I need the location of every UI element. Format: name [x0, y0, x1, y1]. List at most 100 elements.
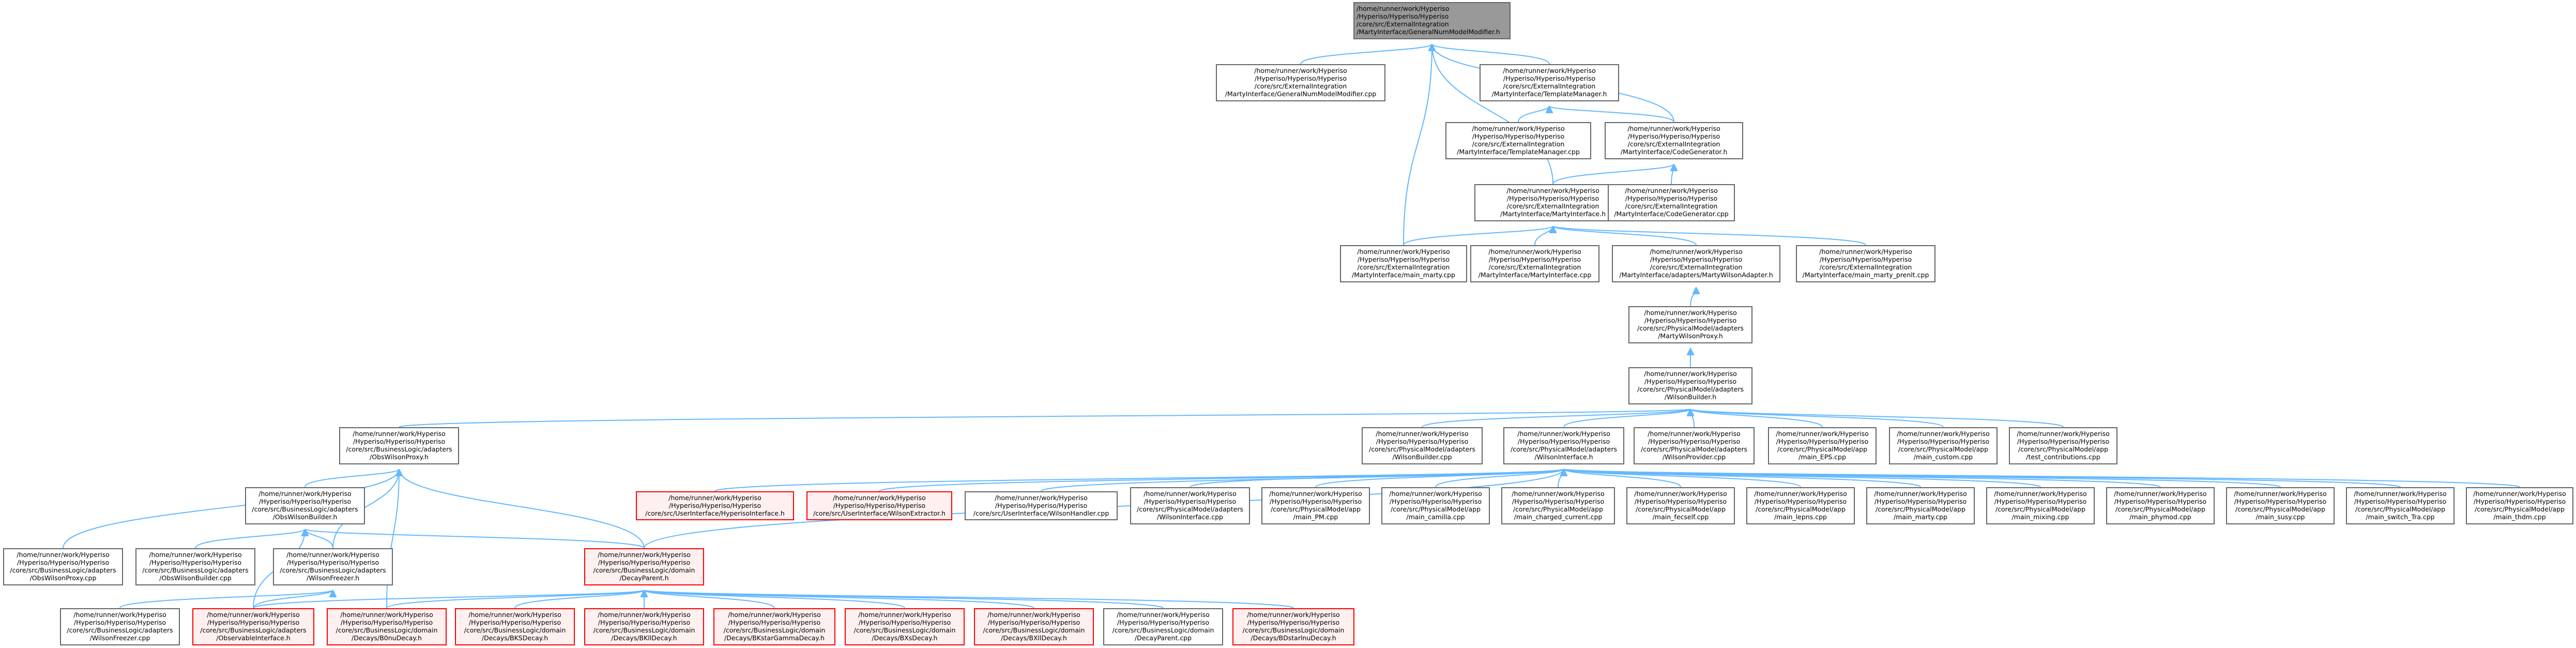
node-wilson-freezer-cpp[interactable]: /home/runner/work/Hyperiso/Hyperiso/Hype…	[60, 608, 180, 645]
node-label-line: /main_thdm.cpp	[2493, 513, 2546, 521]
node-label-line: /Hyperiso/Hyperiso/Hyperiso	[340, 619, 433, 626]
node-label-line: /core/src/PhysicalModel/app	[2474, 505, 2565, 513]
node-label-line: /home/runner/work/Hyperiso	[468, 611, 561, 619]
node-label-line: /core/src/BusinessLogic/domain	[853, 626, 956, 634]
node-label-line: /Hyperiso/Hyperiso/Hyperiso	[833, 502, 926, 509]
node-main-fecself-cpp[interactable]: /home/runner/work/Hyperiso/Hyperiso/Hype…	[1626, 487, 1735, 524]
node-obs-wilson-builder-h[interactable]: /home/runner/work/Hyperiso/Hyperiso/Hype…	[245, 487, 365, 524]
node-bxs-decay-h[interactable]: /home/runner/work/Hyperiso/Hyperiso/Hype…	[845, 608, 965, 645]
node-label-line: /core/src/BusinessLogic/adapters	[67, 626, 173, 634]
node-label-line: /core/src/PhysicalModel/app	[1755, 505, 1846, 513]
node-wilson-handler-cpp[interactable]: /home/runner/work/Hyperiso/Hyperiso/Hype…	[965, 491, 1118, 520]
node-main-susy-cpp[interactable]: /home/runner/work/Hyperiso/Hyperiso/Hype…	[2226, 487, 2335, 524]
node-label-line: /Hyperiso/Hyperiso/Hyperiso	[1627, 132, 1720, 140]
node-label-line: /core/src/PhysicalModel/adapters	[1637, 324, 1744, 332]
node-label-line: /DecayParent.cpp	[1134, 634, 1192, 642]
node-wilson-interface-h[interactable]: /home/runner/work/Hyperiso/Hyperiso/Hype…	[1503, 427, 1624, 464]
edge-mi_h-main_marty_prenlo	[1553, 225, 1866, 246]
node-template-manager-cpp[interactable]: /home/runner/work/Hyperiso/Hyperiso/Hype…	[1445, 122, 1591, 159]
node-label-line: /Hyperiso/Hyperiso/Hyperiso	[598, 559, 691, 566]
node-label-line: /main_mixing.cpp	[2011, 513, 2069, 521]
node-marty-wilson-proxy-h[interactable]: /home/runner/work/Hyperiso/Hyperiso/Hype…	[1628, 306, 1752, 343]
node-main-marty-cpp[interactable]: /home/runner/work/Hyperiso/Hyperiso/Hype…	[1340, 245, 1467, 282]
node-wilson-builder-cpp[interactable]: /home/runner/work/Hyperiso/Hyperiso/Hype…	[1362, 427, 1483, 464]
node-test-contributions-cpp[interactable]: /home/runner/work/Hyperiso/Hyperiso/Hype…	[2009, 427, 2117, 464]
node-label-line: /MartyInterface/main_marty.cpp	[1352, 271, 1455, 279]
node-bxll-decay-h[interactable]: /home/runner/work/Hyperiso/Hyperiso/Hype…	[974, 608, 1094, 645]
node-wilson-provider-cpp[interactable]: /home/runner/work/Hyperiso/Hyperiso/Hype…	[1634, 427, 1755, 464]
node-app-main-marty-cpp[interactable]: /home/runner/work/Hyperiso/Hyperiso/Hype…	[1866, 487, 1975, 524]
node-marty-interface-h[interactable]: /home/runner/work/Hyperiso/Hyperiso/Hype…	[1474, 184, 1632, 221]
node-main-pm-cpp[interactable]: /home/runner/work/Hyperiso/Hyperiso/Hype…	[1261, 487, 1370, 524]
node-label-line: /home/runner/work/Hyperiso	[1650, 248, 1743, 255]
node-label-line: /home/runner/work/Hyperiso	[1819, 248, 1912, 255]
node-bks-decay-h[interactable]: /home/runner/work/Hyperiso/Hyperiso/Hype…	[455, 608, 575, 645]
node-main-phymod-cpp[interactable]: /home/runner/work/Hyperiso/Hyperiso/Hype…	[2106, 487, 2215, 524]
node-label-line: /home/runner/work/Hyperiso	[1506, 187, 1599, 194]
node-label-line: /home/runner/work/Hyperiso	[1389, 490, 1482, 498]
node-label-line: /Hyperiso/Hyperiso/Hyperiso	[2473, 498, 2566, 505]
edge-tm_h-cg_h	[1549, 106, 1674, 123]
node-label-line: /Decays/BKstarGammaDecay.h	[724, 634, 825, 642]
node-label-line: /Hyperiso/Hyperiso/Hyperiso	[1247, 619, 1340, 626]
node-decay-parent-cpp[interactable]: /home/runner/work/Hyperiso/Hyperiso/Hype…	[1103, 608, 1223, 645]
edge-dp_h-d_bks	[514, 590, 644, 609]
node-label-line: /main_marty.cpp	[1894, 513, 1947, 521]
node-label-line: /core/src/PhysicalModel/app	[1270, 505, 1361, 513]
node-label-line: /Hyperiso/Hyperiso/Hyperiso	[1650, 255, 1743, 263]
node-wilson-freezer-h[interactable]: /home/runner/work/Hyperiso/Hyperiso/Hype…	[273, 548, 393, 585]
node-label-line: /Hyperiso/Hyperiso/Hyperiso	[1357, 255, 1450, 263]
node-label-line: /Hyperiso/Hyperiso/Hyperiso	[1389, 498, 1482, 505]
node-label-line: /Hyperiso/Hyperiso/Hyperiso	[1517, 438, 1610, 445]
node-wilson-extractor-h[interactable]: /home/runner/work/Hyperiso/Hyperiso/Hype…	[806, 491, 952, 520]
node-obs-wilson-proxy-h[interactable]: /home/runner/work/Hyperiso/Hyperiso/Hype…	[339, 427, 459, 464]
node-marty-interface-cpp[interactable]: /home/runner/work/Hyperiso/Hyperiso/Hype…	[1470, 245, 1599, 282]
node-label-line: /core/src/ExternalIntegration	[1503, 82, 1596, 90]
node-wilson-interface-cpp[interactable]: /home/runner/work/Hyperiso/Hyperiso/Hype…	[1130, 487, 1250, 524]
edge-wb_h-wi_h	[1563, 409, 1690, 428]
edge-cg_h-mi_h	[1552, 163, 1674, 185]
node-wilson-builder-h[interactable]: /home/runner/work/Hyperiso/Hyperiso/Hype…	[1628, 367, 1752, 404]
node-main-mixing-cpp[interactable]: /home/runner/work/Hyperiso/Hyperiso/Hype…	[1986, 487, 2095, 524]
node-bkll-decay-h[interactable]: /home/runner/work/Hyperiso/Hyperiso/Hype…	[584, 608, 704, 645]
node-label-line: /main_susy.cpp	[2255, 513, 2305, 521]
node-main-camilla-cpp[interactable]: /home/runner/work/Hyperiso/Hyperiso/Hype…	[1381, 487, 1490, 524]
node-template-manager-h[interactable]: /home/runner/work/Hyperiso/Hyperiso/Hype…	[1480, 64, 1619, 101]
node-code-generator-h[interactable]: /home/runner/work/Hyperiso/Hyperiso/Hype…	[1605, 122, 1743, 159]
node-bkstar-gamma-decay-h[interactable]: /home/runner/work/Hyperiso/Hyperiso/Hype…	[713, 608, 835, 645]
node-b0nu-decay-h[interactable]: /home/runner/work/Hyperiso/Hyperiso/Hype…	[327, 608, 447, 645]
edge-obs_wp_h-obs_wp_cpp	[63, 469, 399, 549]
node-label-line: /home/runner/work/Hyperiso	[1648, 430, 1741, 438]
node-label-line: /core/src/PhysicalModel/adapters	[1641, 445, 1747, 453]
node-hyperiso-interface-h[interactable]: /home/runner/work/Hyperiso/Hyperiso/Hype…	[636, 491, 794, 520]
node-label-line: /Hyperiso/Hyperiso/Hyperiso	[1819, 255, 1912, 263]
node-bdstarlnu-decay-h[interactable]: /home/runner/work/Hyperiso/Hyperiso/Hype…	[1232, 608, 1354, 645]
node-obs-wilson-proxy-cpp[interactable]: /home/runner/work/Hyperiso/Hyperiso/Hype…	[3, 548, 123, 585]
node-label-line: /home/runner/work/Hyperiso	[1269, 490, 1362, 498]
node-label-line: /core/src/PhysicalModel/app	[1390, 505, 1481, 513]
node-label-line: /core/src/PhysicalModel/adapters	[1369, 445, 1475, 453]
node-main-switch-tra-cpp[interactable]: /home/runner/work/Hyperiso/Hyperiso/Hype…	[2346, 487, 2455, 524]
edge-obs_wp_h-dp_h	[399, 469, 645, 549]
node-main-eps-cpp[interactable]: /home/runner/work/Hyperiso/Hyperiso/Hype…	[1768, 427, 1877, 464]
node-code-generator-cpp[interactable]: /home/runner/work/Hyperiso/Hyperiso/Hype…	[1608, 184, 1735, 221]
node-main-custom-cpp[interactable]: /home/runner/work/Hyperiso/Hyperiso/Hype…	[1889, 427, 1998, 464]
node-main-charged-current-cpp[interactable]: /home/runner/work/Hyperiso/Hyperiso/Hype…	[1501, 487, 1615, 524]
node-marty-wilson-adapter-h[interactable]: /home/runner/work/Hyperiso/Hyperiso/Hype…	[1612, 245, 1780, 282]
node-label-line: /Hyperiso/Hyperiso/Hyperiso	[1897, 438, 1990, 445]
node-label-line: /core/src/BusinessLogic/adapters	[10, 566, 116, 574]
node-label-line: /core/src/ExternalIntegration	[1254, 82, 1347, 90]
node-label-line: /MartyInterface/TemplateManager.h	[1491, 90, 1607, 98]
node-label-line: /core/src/ExternalIntegration	[1627, 140, 1720, 148]
node-decay-parent-h[interactable]: /home/runner/work/Hyperiso/Hyperiso/Hype…	[584, 548, 704, 585]
node-main-marty-prenlt-cpp[interactable]: /home/runner/work/Hyperiso/Hyperiso/Hype…	[1796, 245, 1935, 282]
node-observable-interface-h[interactable]: /home/runner/work/Hyperiso/Hyperiso/Hype…	[192, 608, 314, 645]
node-main-thdm-cpp[interactable]: /home/runner/work/Hyperiso/Hyperiso/Hype…	[2466, 487, 2573, 524]
node-general-num-model-modifier-h[interactable]: /home/runner/work/Hyperiso/Hyperiso/Hype…	[1353, 2, 1511, 39]
node-obs-wilson-builder-cpp[interactable]: /home/runner/work/Hyperiso/Hyperiso/Hype…	[135, 548, 255, 585]
node-general-num-model-modifier-cpp[interactable]: /home/runner/work/Hyperiso/Hyperiso/Hype…	[1216, 64, 1385, 101]
node-main-lepns-cpp[interactable]: /home/runner/work/Hyperiso/Hyperiso/Hype…	[1746, 487, 1855, 524]
node-label-line: /Hyperiso/Hyperiso/Hyperiso	[1269, 498, 1362, 505]
